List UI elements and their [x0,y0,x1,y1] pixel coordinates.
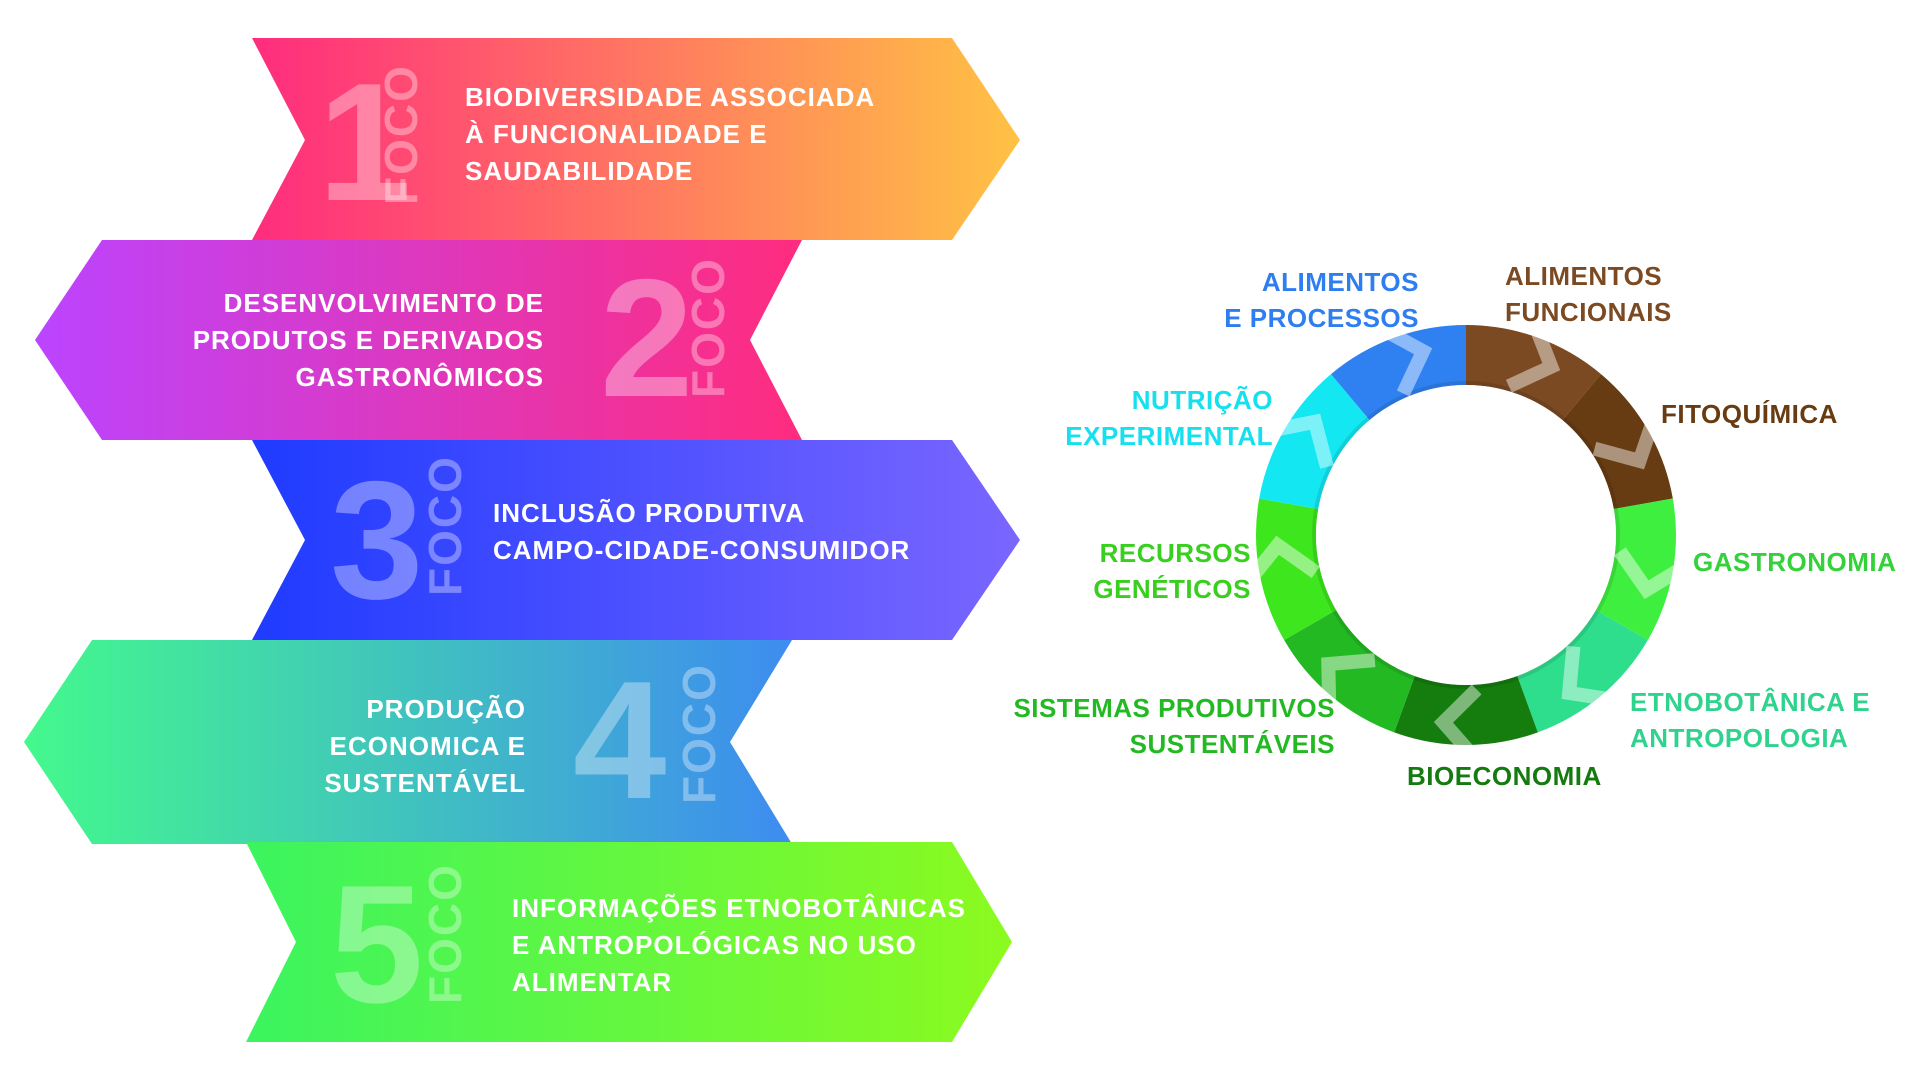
cycle-ring [1256,325,1676,745]
foco-5-text: INFORMAÇÕES ETNOBOTÂNICAS E ANTROPOLÓGIC… [512,893,966,997]
foco-4-text: PRODUÇÃO ECONOMICA E SUSTENTÁVEL [324,694,526,798]
cycle-arrow-7 [1242,535,1320,587]
cycle-arrow-1 [1505,320,1561,393]
cycle-arrow-4 [1561,645,1617,708]
cycle-arrow-6 [1321,653,1376,711]
foco-2-number: 2 [600,244,694,432]
foco-3-number: 3 [330,446,424,634]
cycle-label-fitoquimica: FITOQUÍMICA [1661,399,1838,429]
foco-5-label: FOCO [419,863,471,1004]
cycle-arrow-9 [1378,322,1433,397]
cycle-label-alimentos-processos: ALIMENTOS E PROCESSOS [1224,267,1419,333]
foco-5-number: 5 [330,850,424,1038]
foco-2-banner [35,240,802,440]
foco-4-number: 4 [573,646,667,834]
foco-2-label: FOCO [682,257,734,398]
cycle-arrow-8 [1267,413,1334,469]
foco-3-banner [252,440,1020,640]
foco-2-text: DESENVOLVIMENTO DE PRODUTOS E DERIVADOS … [192,288,544,392]
foco-3-text: INCLUSÃO PRODUTIVA CAMPO-CIDADE-CONSUMID… [493,498,911,565]
cycle-segment-2 [1562,374,1673,509]
foco-4-label: FOCO [673,663,725,804]
foco-3-label: FOCO [419,455,471,596]
foco-4-banner [24,640,792,844]
foco-1-number: 1 [318,48,412,236]
cycle-label-sistemas-produtivos: SISTEMAS PRODUTIVOS SUSTENTÁVEIS [1013,693,1335,759]
cycle-segment-3 [1595,498,1676,640]
cycle-segment-1 [1466,325,1601,421]
cycle-segment-6 [1284,610,1415,733]
foco-1-text: BIODIVERSIDADE ASSOCIADA À FUNCIONALIDAD… [465,82,876,186]
foco-5-banner [246,842,1012,1042]
cycle-arrow-5 [1433,684,1482,763]
cycle-arrows [1242,320,1691,763]
foco-1-label: FOCO [375,64,427,205]
cycle-label-bioeconomia: BIOECONOMIA [1407,761,1602,791]
cycle-label-etnobotanica: ETNOBOTÂNICA E ANTROPOLOGIA [1630,687,1871,753]
cycle-arrow-2 [1592,414,1662,470]
cycle-label-recursos-geneticos: RECURSOS GENÉTICOS [1093,538,1251,604]
cycle-segment-8 [1259,374,1370,509]
cycle-center [1316,385,1616,685]
cycle-label-nutricao-experimental: NUTRIÇÃO EXPERIMENTAL [1065,385,1273,451]
cycle-arrow-3 [1614,547,1691,600]
cycle-label-alimentos-funcionais: ALIMENTOS FUNCIONAIS [1505,261,1672,327]
cycle-segment-9 [1331,325,1466,421]
cycle-label-gastronomia: GASTRONOMIA [1693,547,1897,577]
cycle-segment-7 [1256,498,1337,640]
cycle-segment-4 [1517,610,1648,733]
cycle-segment-5 [1394,675,1538,745]
foco-1-banner [252,38,1020,240]
